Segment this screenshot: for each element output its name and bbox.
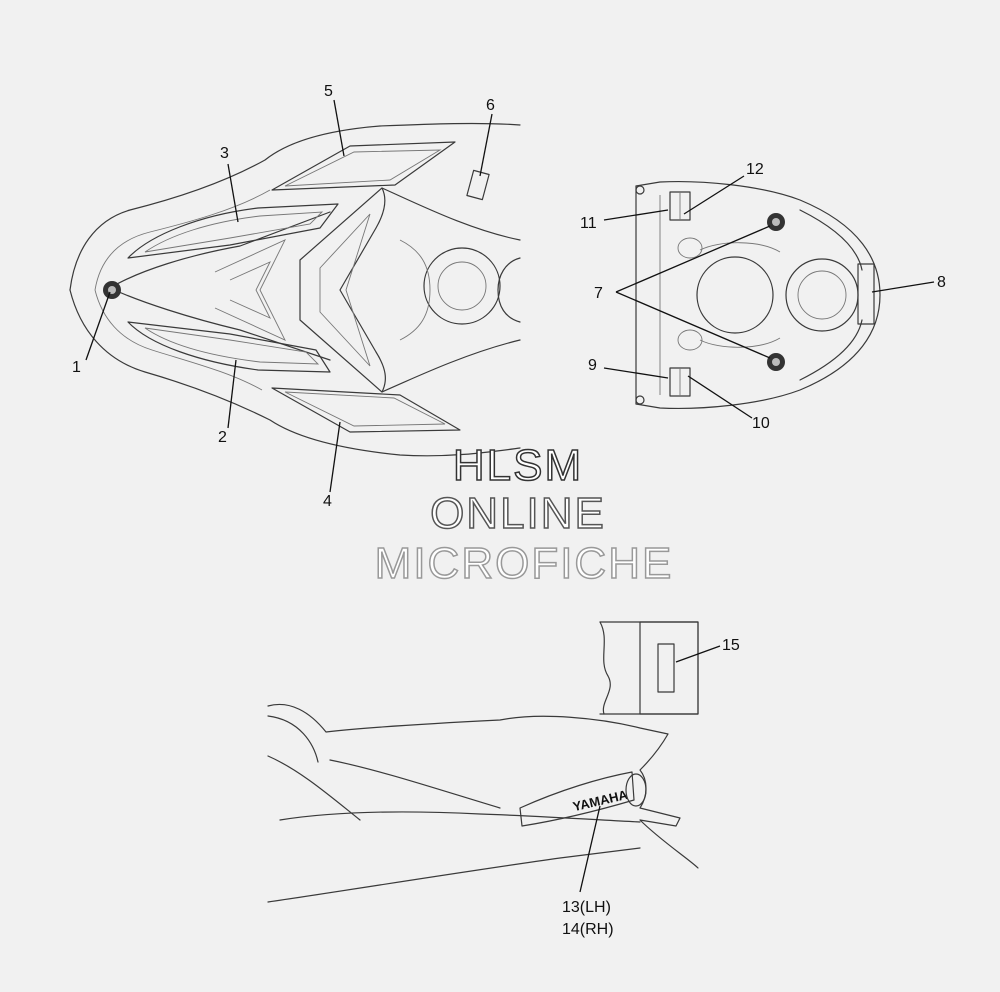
callout-6: 6 [486,97,495,114]
callout-5: 5 [324,83,333,100]
rear-deck-view [635,180,881,410]
callout-8: 8 [937,274,946,291]
hull-top-view [69,122,521,457]
yamaha-decal-text: YAMAHA [571,787,629,814]
callout-13: 13(LH) [562,899,611,916]
callout-7: 7 [594,285,603,302]
callout-12: 12 [746,161,764,178]
callout-2: 2 [218,429,227,446]
watermark-line-2: ONLINE [430,489,606,538]
callout-1: 1 [72,359,81,376]
callout-11: 11 [580,215,597,232]
inset-panel-view [599,621,721,715]
callout-14: 14(RH) [562,921,614,938]
watermark-line-1: HLSM [453,441,583,490]
side-view: YAMAHA [267,703,699,903]
callout-10: 10 [752,415,770,432]
callout-9: 9 [588,357,597,374]
watermark: HLSM ONLINE MICROFICHE [374,440,674,589]
watermark-line-3: MICROFICHE [375,539,674,588]
callout-15: 15 [722,637,740,654]
callout-4: 4 [323,493,332,510]
callout-labels: 1 2 3 4 5 6 7 8 9 10 11 12 15 13(LH) 14(… [72,83,946,938]
callout-3: 3 [220,145,229,162]
